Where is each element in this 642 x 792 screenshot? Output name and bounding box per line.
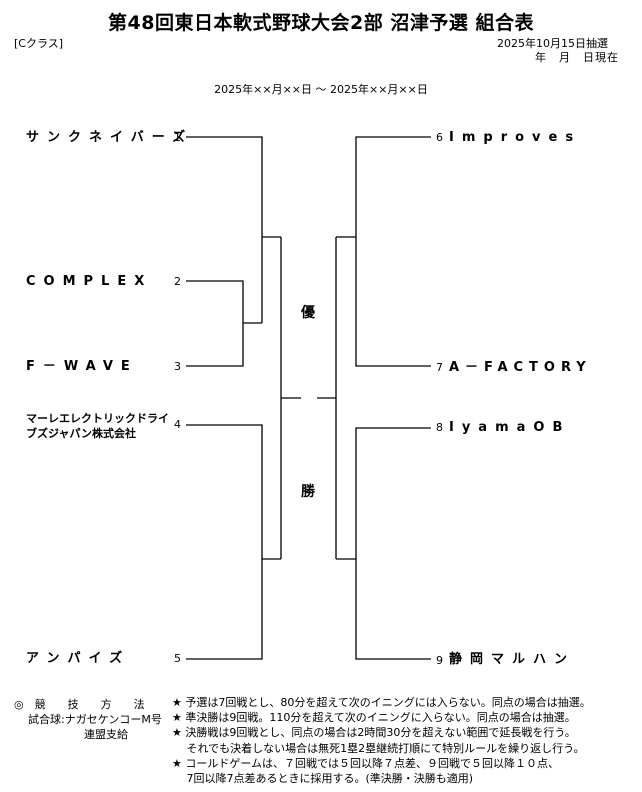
class-label: [Cクラス] [14,37,64,50]
team-name-8: IyamaOB [449,420,571,435]
team-name-4-line1: マーレエレクトリックドライ [26,412,169,425]
page-title: 第48回東日本軟式野球大会2部 沼津予選 組合表 [108,12,534,34]
seed-3: 3 [174,360,181,373]
seed-9: 9 [436,654,443,667]
bracket-line-4-5 [186,424,263,660]
team-name-2: COMPLEX [26,274,153,289]
seed-4: 4 [174,418,181,431]
competition-method-label: ◎ 競 技 方 法 [14,698,145,711]
rule-line: それでも決着しない場合は無死1塁2塁継続打順にて特別ルールを繰り返し行う。 [172,741,585,755]
rule-line: 7回以降7点差あるときに採用する。(準決勝・決勝も適用) [172,772,474,786]
team-name-7: A－FACTORY [449,360,592,375]
team-name-9: 静岡マルハン [449,652,576,667]
competition-method-block: ◎ 競 技 方 法 試合球:ナガセケンコーM号 連盟支給 [14,697,162,742]
rule-line: ★ コールドゲームは、７回戦では５回以降７点差、９回戦で５回以降１０点、 [172,756,560,770]
team-name-6: Improves [449,130,582,145]
ball-supplier: 連盟支給 [84,728,128,741]
seed-8: 8 [436,421,443,434]
bracket-line-8-9 [355,427,431,660]
bracket-line-1 [186,136,263,323]
official-ball: 試合球:ナガセケンコーM号 [28,713,162,726]
seed-7: 7 [436,361,443,374]
champion-label-2: 勝 [301,484,315,500]
as-of-date: 年 月 日現在 [535,51,619,64]
team-name-1: サンクネイバーズ [26,130,194,145]
seed-6: 6 [436,131,443,144]
seed-1: 1 [174,131,181,144]
rules-list: ★ 予選は7回戦とし、80分を超えて次のイニングには入らない。同点の場合は抽選。… [172,695,591,786]
team-name-4-line2: ブズジャパン株式会社 [26,427,136,440]
rule-line: ★ 決勝戦は9回戦とし、同点の場合は2時間30分を超えない範囲で延長戦を行う。 [172,726,576,740]
team-name-5: アンパイズ [26,651,131,666]
team-name-3: F－WAVE [26,359,138,374]
seed-2: 2 [174,275,181,288]
champion-label-1: 優 [301,305,315,321]
bracket-line-2-3 [186,280,244,367]
rule-line: ★ 予選は7回戦とし、80分を超えて次のイニングには入らない。同点の場合は抽選。 [172,696,591,709]
draw-date: 2025年10月15日抽選 [497,37,608,50]
rule-line: ★ 準決勝は9回戦。110分を超えて次のイニングに入らない。同点の場合は抽選。 [172,711,576,725]
seed-5: 5 [174,652,181,665]
tournament-period: 2025年××月××日 ～ 2025年××月××日 [214,83,428,96]
bracket-line-6-7 [355,136,431,367]
